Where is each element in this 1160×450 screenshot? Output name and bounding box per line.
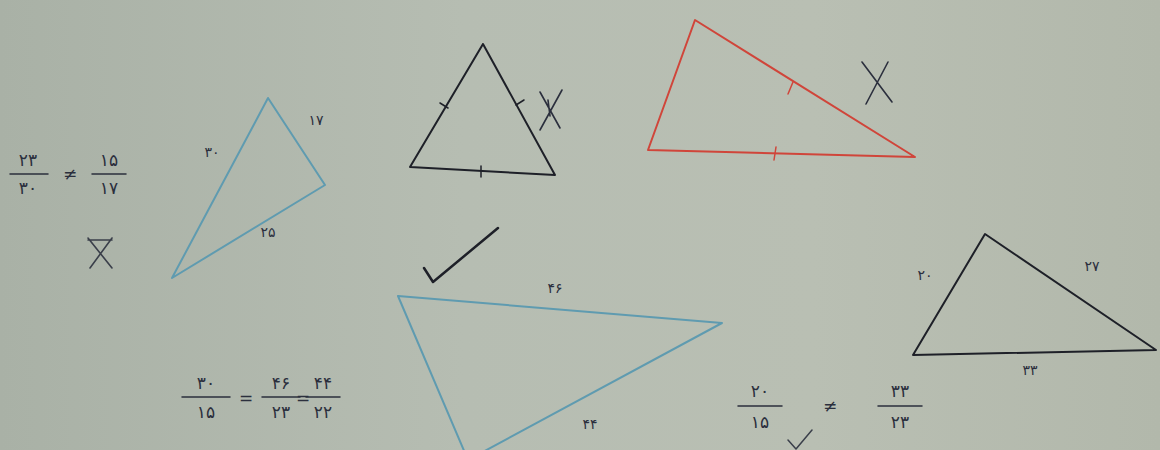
side-length: ۳۳ bbox=[1022, 363, 1037, 377]
fraction-bar bbox=[182, 396, 230, 398]
fraction-denominator: ۳۰ bbox=[19, 180, 37, 197]
cross-mark bbox=[88, 238, 112, 268]
fraction-numerator: ۳۳ bbox=[891, 383, 909, 400]
tick-mark bbox=[774, 147, 776, 160]
side-length: ۳۰ bbox=[204, 145, 219, 159]
fraction-bar bbox=[306, 396, 340, 398]
side-length: ۱۷ bbox=[308, 113, 323, 127]
fraction-denominator: ۱۷ bbox=[100, 180, 118, 197]
side-length: ۴۶ bbox=[547, 281, 562, 295]
fraction-bar bbox=[738, 405, 782, 407]
side-length: ۴۴ bbox=[582, 417, 597, 431]
side-length: ۲۵ bbox=[260, 225, 275, 239]
tick-mark bbox=[788, 82, 793, 94]
fraction-denominator: ۲۳ bbox=[891, 414, 909, 431]
check-mark bbox=[424, 228, 498, 282]
tick-mark bbox=[516, 100, 524, 105]
fraction-bar bbox=[878, 405, 922, 407]
tick-mark bbox=[440, 103, 448, 108]
fraction-bar bbox=[262, 396, 300, 398]
check-mark bbox=[788, 430, 812, 449]
not-equal-sign: ≠ bbox=[823, 398, 837, 415]
side-length: ۲۷ bbox=[1084, 259, 1099, 273]
fraction-numerator: ۴۴ bbox=[314, 375, 332, 392]
equilateral-triangle bbox=[410, 44, 555, 175]
equals-sign: = bbox=[296, 390, 310, 407]
triangle bbox=[913, 234, 1156, 355]
fraction-bar bbox=[10, 173, 48, 175]
fraction-numerator: ۲۳ bbox=[19, 152, 37, 169]
fraction-denominator: ۱۵ bbox=[197, 404, 215, 421]
tick-mark bbox=[480, 166, 482, 177]
fraction-numerator: ۴۶ bbox=[272, 375, 290, 392]
equals-sign: = bbox=[239, 390, 253, 407]
not-equal-sign: ≠ bbox=[63, 166, 77, 183]
triangle bbox=[172, 98, 325, 278]
fraction-denominator: ۱۵ bbox=[751, 414, 769, 431]
cross-mark bbox=[540, 90, 562, 130]
fraction-denominator: ۲۳ bbox=[272, 404, 290, 421]
side-length: ۲۰ bbox=[917, 268, 932, 282]
isosceles-triangle bbox=[648, 20, 915, 157]
fraction-numerator: ۳۰ bbox=[197, 375, 215, 392]
triangle bbox=[398, 296, 722, 450]
fraction-bar bbox=[92, 173, 126, 175]
cross-mark bbox=[862, 62, 892, 104]
fraction-numerator: ۲۰ bbox=[751, 383, 769, 400]
fraction-numerator: ۱۵ bbox=[100, 152, 118, 169]
fraction-denominator: ۲۲ bbox=[314, 404, 332, 421]
